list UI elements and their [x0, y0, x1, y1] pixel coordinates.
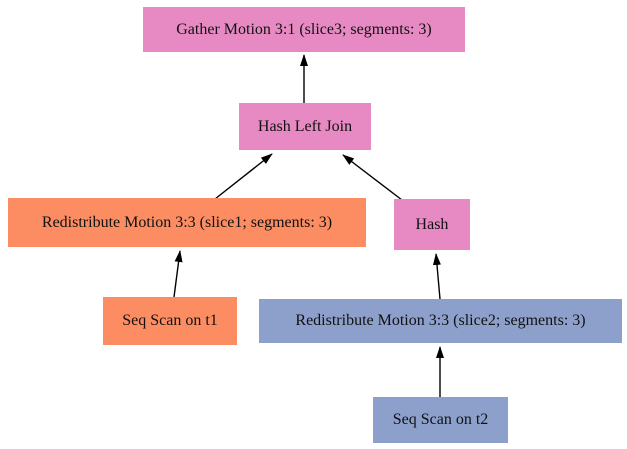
node-redistribute-motion-slice2: Redistribute Motion 3:3 (slice2; segment…: [259, 299, 622, 343]
edge-redistribute2-to-hash: [432, 253, 441, 300]
node-seq-scan-t1: Seq Scan on t1: [103, 297, 237, 345]
node-hash: Hash: [394, 199, 470, 250]
edge-hash-to-hashleftjoin: [342, 154, 403, 201]
node-seq-scan-t2: Seq Scan on t2: [373, 397, 508, 443]
edge-redistribute1-to-hashleftjoin: [214, 153, 273, 200]
node-hash-left-join: Hash Left Join: [239, 103, 371, 150]
node-gather-motion: Gather Motion 3:1 (slice3; segments: 3): [143, 7, 465, 52]
node-redistribute-motion-slice1: Redistribute Motion 3:3 (slice1; segment…: [8, 198, 366, 247]
edge-seqscan1-to-redistribute1: [173, 250, 183, 298]
